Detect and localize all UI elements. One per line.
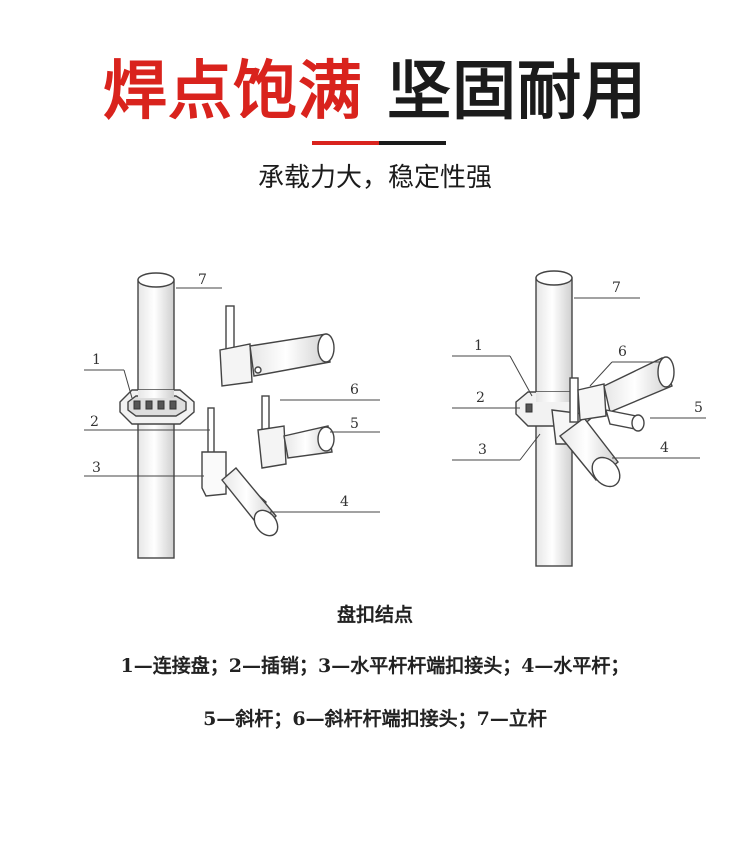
left-exploded-view — [119, 272, 335, 559]
diagram-legend-line-1: 1—连接盘；2—插销；3—水平杆杆端扣接头；4—水平杆； — [120, 655, 630, 677]
right-label-5: 5 — [694, 400, 703, 416]
left-label-7: 7 — [198, 272, 207, 288]
left-rosette-disc — [119, 389, 195, 425]
headline: 焊点饱满坚固耐用 — [0, 52, 750, 132]
left-label-2: 2 — [90, 414, 99, 430]
left-label-6: 6 — [350, 382, 359, 398]
headline-red-text: 焊点饱满 — [103, 55, 363, 129]
right-callout-numbers: 1 2 3 4 5 6 7 — [474, 280, 703, 458]
right-label-6: 6 — [618, 344, 627, 360]
left-label-1: 1 — [92, 352, 101, 368]
right-label-3: 3 — [478, 442, 487, 458]
left-callout-numbers: 1 2 3 4 5 6 7 — [90, 272, 359, 510]
left-ledger-head — [201, 451, 279, 537]
right-leader-lines — [452, 297, 706, 461]
ringlock-diagram: 1 2 3 4 5 6 7 — [84, 270, 706, 567]
diagram-legend-line-2: 5—斜杆；6—斜杆杆端扣接头；7—立杆 — [203, 708, 547, 730]
left-label-5: 5 — [350, 416, 359, 432]
left-label-4: 4 — [340, 494, 349, 510]
divider-dark-segment — [379, 141, 446, 145]
subtitle: 承载力大，稳定性强 — [257, 163, 492, 193]
diagram-caption-title: 盘扣结点 — [336, 604, 413, 626]
left-label-3: 3 — [92, 460, 101, 476]
right-diagonal-brace — [569, 356, 675, 432]
right-horizontal-ledger — [551, 409, 621, 488]
left-diagonal-fitting — [257, 395, 335, 469]
left-leader-lines — [84, 287, 380, 513]
left-upper-fitting — [219, 305, 335, 387]
divider-red-segment — [312, 141, 379, 145]
left-wedge-pin — [207, 407, 215, 457]
right-assembled-view — [515, 270, 675, 567]
headline-dark-text: 坚固耐用 — [387, 55, 647, 129]
right-label-2: 2 — [476, 390, 485, 406]
headline-divider — [312, 141, 446, 145]
right-label-4: 4 — [660, 440, 669, 456]
right-label-1: 1 — [474, 338, 483, 354]
right-label-7: 7 — [612, 280, 621, 296]
